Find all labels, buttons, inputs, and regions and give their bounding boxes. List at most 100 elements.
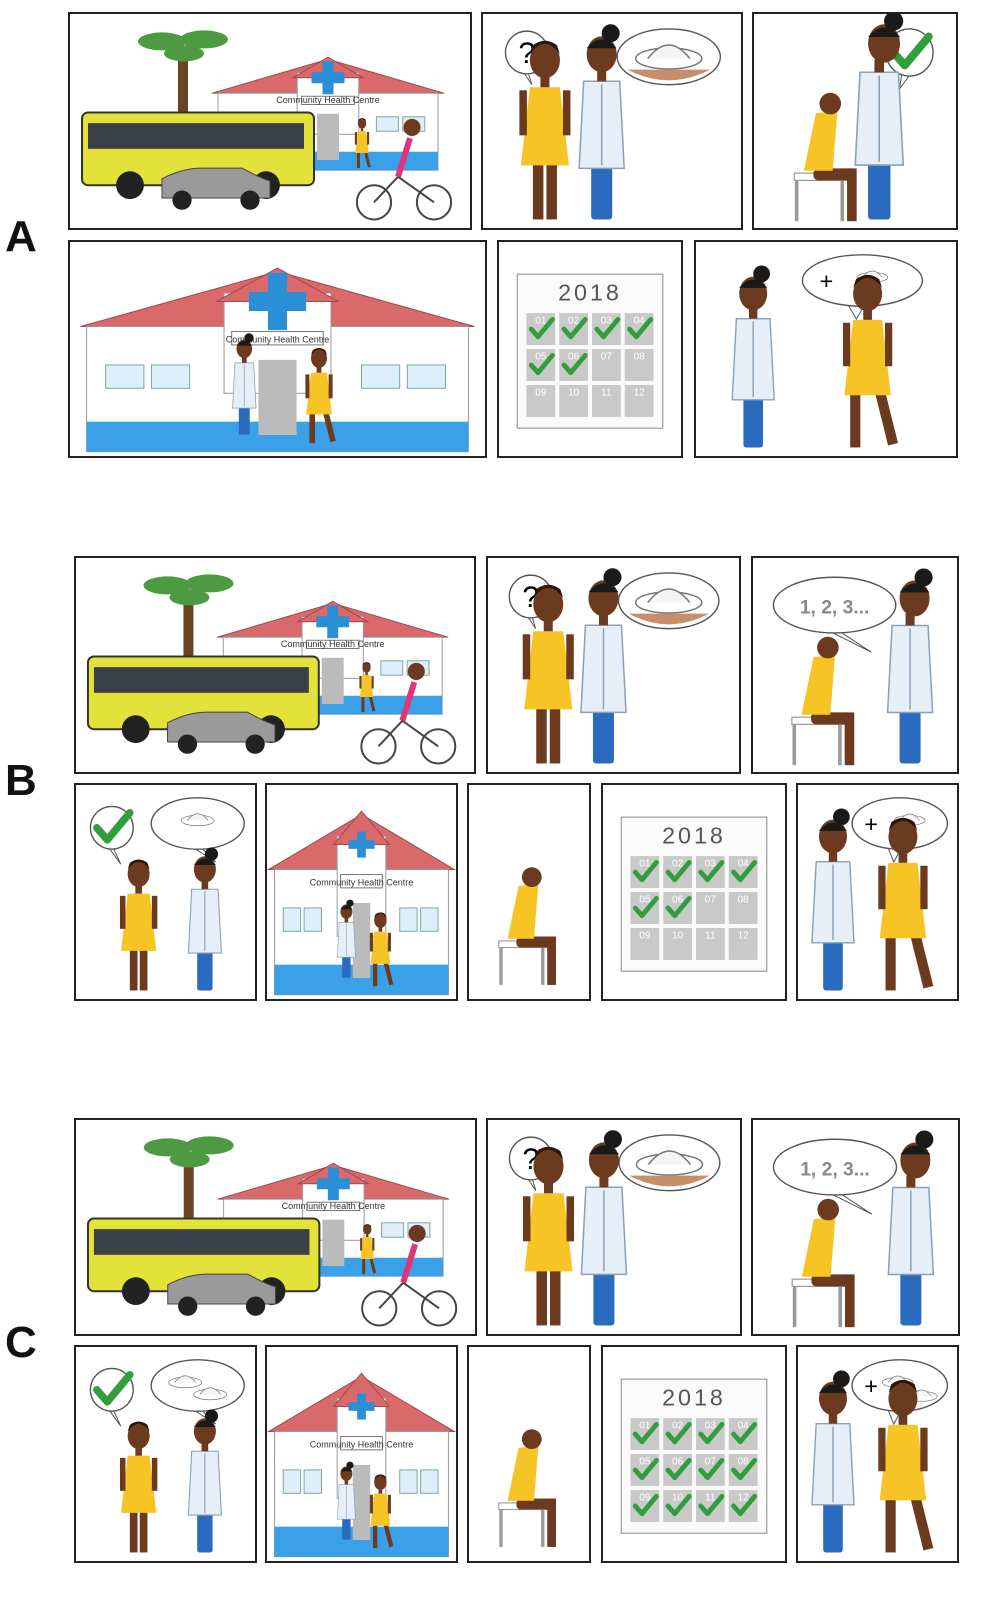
sign-board [301, 95, 355, 105]
calendar-month-label: 05 [639, 1457, 651, 1468]
woman-figure [842, 274, 898, 448]
calendar-month-label: 10 [672, 1493, 684, 1504]
calendar-month-label: 12 [738, 931, 750, 942]
calendar-month-label: 03 [705, 1421, 717, 1432]
door [321, 657, 344, 704]
health-worker-figure [811, 808, 855, 991]
woman-figure [359, 662, 376, 713]
calendar-month-cell [592, 384, 621, 417]
diaphragm-icon [193, 1387, 228, 1401]
calendar-month-label: 06 [672, 1457, 684, 1468]
woman-figure [519, 40, 571, 220]
diaphragm-icon [168, 1375, 203, 1389]
calendar-month-label: 07 [601, 352, 613, 363]
sign-text: Community Health Centre [310, 1439, 414, 1449]
car-icon [161, 167, 271, 210]
checkmark-icon [528, 317, 555, 340]
plus-text: + [864, 1373, 878, 1399]
calendar-month-cell [728, 892, 758, 924]
calendar-month-label: 11 [601, 388, 612, 399]
window [375, 116, 399, 132]
checkmark-icon [731, 1457, 758, 1481]
checkmark-icon [528, 352, 555, 376]
calendar-month-cell [728, 927, 758, 960]
bus-icon [86, 655, 320, 744]
checkmark-icon [731, 1493, 758, 1517]
health-worker-figure [337, 899, 356, 978]
calendar-year: 2018 [662, 1384, 726, 1410]
calendar-year: 2018 [662, 822, 726, 848]
checkmark-icon [889, 32, 933, 70]
calendar-month-cell [624, 384, 654, 417]
calendar-month-cell [526, 384, 556, 417]
checkmark-icon [731, 860, 758, 883]
panel-c-counting: 1, 2, 3... [751, 1118, 960, 1336]
panel-a-consultation: ? [481, 12, 743, 230]
checkmark-icon [632, 1422, 659, 1445]
checkmark-icon [665, 1457, 692, 1481]
approval-bubble [885, 28, 934, 90]
calendar-month-label: 05 [535, 352, 547, 363]
health-centre-building: Community Health Centre [267, 810, 456, 996]
calendar-month-label: 08 [738, 1457, 750, 1468]
panel-b-seated [467, 783, 591, 1001]
calendar-month-cell [696, 927, 725, 960]
health-worker-figure [811, 1370, 855, 1553]
calendar-month-label: 03 [705, 859, 717, 870]
health-worker-figure [578, 24, 625, 220]
diaphragm-closeup-bubble [617, 572, 720, 630]
section-label-c: C [5, 1318, 37, 1367]
health-worker-figure [854, 14, 905, 220]
checkmark-icon [698, 860, 725, 883]
window [399, 907, 418, 932]
diaphragm-icon [634, 588, 703, 614]
sign-text: Community Health Centre [281, 639, 385, 649]
checkmark-icon [627, 317, 654, 340]
woman-figure [793, 92, 857, 222]
woman-figure [498, 1429, 556, 1547]
woman-figure [498, 867, 556, 985]
counting-bubble: 1, 2, 3... [772, 576, 897, 653]
calendar-month-label: 12 [738, 1493, 750, 1504]
sign-board [340, 1436, 383, 1451]
health-worker-figure [580, 1130, 628, 1326]
calendar-month-label: 06 [568, 352, 580, 363]
calendar-month-label: 04 [738, 1421, 750, 1432]
window [381, 1222, 405, 1238]
calendar-month-label: 11 [705, 931, 716, 942]
door [322, 1219, 345, 1266]
checkmark-icon [698, 1422, 725, 1445]
checkmark-icon [632, 895, 659, 919]
window [420, 1469, 439, 1494]
door [352, 902, 371, 979]
diaphragm-icon [635, 44, 703, 70]
counting-text: 1, 2, 3... [800, 1160, 870, 1181]
bus-icon [86, 1217, 321, 1306]
health-worker-figure [887, 1130, 935, 1326]
door [352, 1464, 371, 1541]
sign-text: Community Health Centre [310, 877, 414, 887]
diaphragm-icon [635, 1150, 704, 1176]
checkmark-icon [698, 1457, 725, 1481]
health-worker-figure [187, 847, 222, 991]
health-centre-building: Community Health Centre [267, 1372, 456, 1558]
sign-board [306, 1201, 361, 1211]
diaphragm-bubble [150, 1359, 245, 1425]
checkmark-icon [561, 317, 588, 340]
woman-figure [369, 1474, 394, 1549]
health-worker-figure [232, 333, 257, 435]
calendar-month-label: 10 [672, 931, 684, 942]
health-worker-figure [337, 1461, 356, 1540]
door [317, 113, 339, 160]
woman-figure [791, 1198, 855, 1328]
diaphragm-bubble [150, 797, 245, 863]
calendar-month-label: 09 [639, 931, 651, 942]
window [105, 364, 145, 389]
calendar-month-label: 12 [634, 388, 646, 399]
sign-board [340, 874, 383, 889]
panel-a-examination [752, 12, 958, 230]
section-label-a: A [5, 212, 37, 261]
